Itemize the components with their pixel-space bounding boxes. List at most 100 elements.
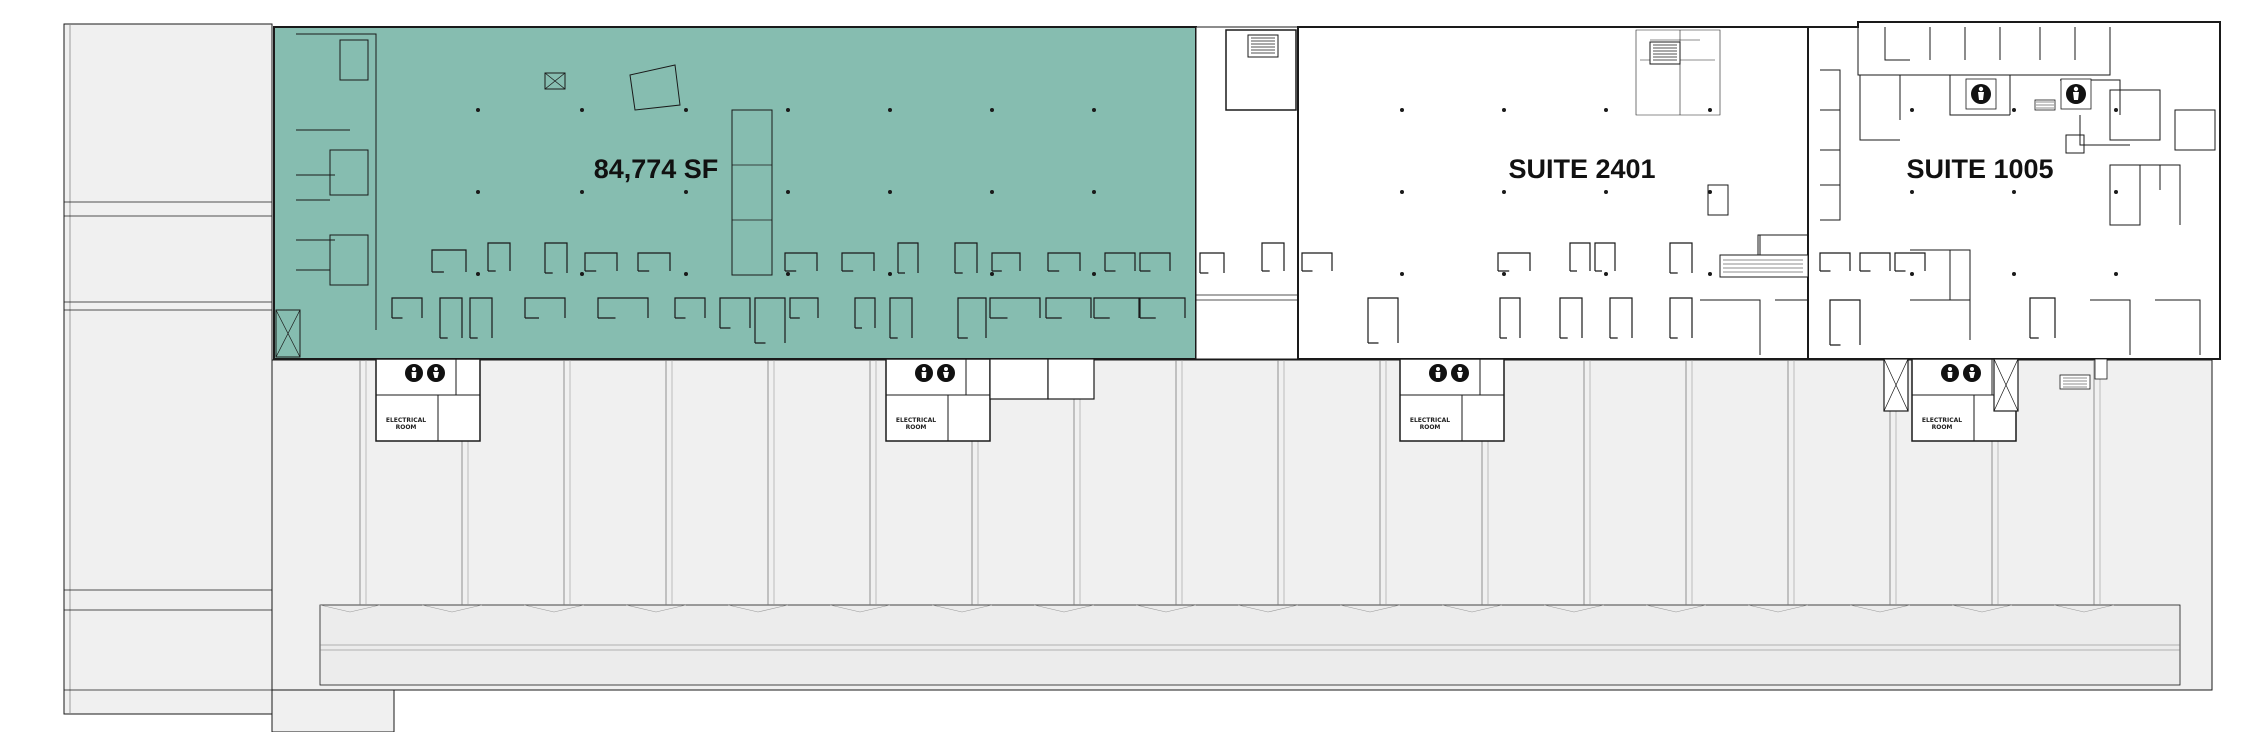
office-wall <box>1819 252 1851 272</box>
dock-bay-dividers <box>319 360 2115 613</box>
column-dot <box>2012 190 2016 194</box>
column-grid <box>476 108 1096 276</box>
office-wall <box>597 297 649 319</box>
column-dot <box>1708 190 1712 194</box>
electrical-room-label: ELECTRICAL <box>386 417 426 424</box>
office-wall <box>1894 252 1926 272</box>
electrical-room-label: ROOM <box>1420 424 1441 431</box>
suite-1005[interactable]: SUITE 1005 <box>1719 21 2221 360</box>
column-dot <box>476 108 480 112</box>
office-wall <box>1104 252 1136 272</box>
office-wall <box>1829 299 1861 346</box>
column-grid-1005 <box>1910 108 2118 276</box>
column-dot <box>1502 190 1506 194</box>
office-wall <box>1139 252 1171 272</box>
column-dot <box>1502 272 1506 276</box>
column-dot <box>2012 108 2016 112</box>
office-wall <box>957 297 987 339</box>
office-wall <box>991 252 1021 272</box>
loading-dock <box>271 359 2213 691</box>
column-dot <box>1708 272 1712 276</box>
column-dot <box>1092 272 1096 276</box>
column-dot <box>1910 190 1914 194</box>
column-dot <box>1502 108 1506 112</box>
column-dot <box>990 272 994 276</box>
suite-available[interactable]: 84,774 SF <box>273 26 1197 360</box>
west-wing <box>63 23 395 732</box>
column-dot <box>2012 272 2016 276</box>
column-dot <box>1604 108 1608 112</box>
column-dot <box>684 108 688 112</box>
column-dot <box>1910 272 1914 276</box>
office-wall <box>469 297 493 339</box>
office-wall <box>439 297 463 339</box>
column-dot <box>786 190 790 194</box>
utility-room <box>1047 358 1095 400</box>
suite-2401[interactable]: SUITE 2401 <box>1199 26 1809 360</box>
column-dot <box>1092 108 1096 112</box>
column-dot <box>1400 190 1404 194</box>
column-dot <box>888 272 892 276</box>
office-wall <box>719 297 751 329</box>
office-wall <box>584 252 618 272</box>
office-wall <box>1045 297 1092 319</box>
column-dot <box>1604 190 1608 194</box>
office-wall <box>754 297 786 344</box>
electrical-room-label: ROOM <box>396 424 417 431</box>
office-wall <box>1139 297 1186 319</box>
office-wall <box>1559 297 1583 339</box>
stair-icon <box>2059 374 2091 390</box>
office-wall <box>1669 242 1693 274</box>
office-wall <box>1569 242 1591 272</box>
office-wall <box>1594 242 1616 272</box>
column-dot <box>888 190 892 194</box>
office-wall <box>1093 297 1140 319</box>
restroom-icon <box>1965 78 1997 110</box>
stair-icon <box>1247 34 1279 58</box>
column-dot <box>684 272 688 276</box>
office-wall <box>1859 252 1891 272</box>
restroom-icon <box>2060 78 2092 110</box>
office-wall <box>954 242 978 274</box>
office-wall <box>391 297 423 319</box>
column-dot <box>990 190 994 194</box>
office-wall <box>1047 252 1081 272</box>
column-dot <box>476 272 480 276</box>
office-partitions-1005 <box>1819 252 2056 346</box>
office-wall <box>1199 252 1225 274</box>
column-dot <box>1604 272 1608 276</box>
column-dot <box>1400 108 1404 112</box>
column-dot <box>990 108 994 112</box>
office-wall <box>1497 252 1531 272</box>
office-wall <box>789 297 819 319</box>
office-wall <box>854 297 876 329</box>
electrical-room-label: ROOM <box>1932 424 1953 431</box>
office-wall <box>544 242 568 274</box>
stair-icon-2401 <box>1649 41 1681 65</box>
office-wall <box>1609 297 1633 339</box>
column-dot <box>786 272 790 276</box>
office-partitions-2401 <box>1199 242 1693 344</box>
office-partitions <box>391 242 1186 344</box>
electrical-room-label: ELECTRICAL <box>1922 417 1962 424</box>
office-wall <box>1301 252 1333 272</box>
column-dot <box>2114 190 2118 194</box>
office-wall <box>889 297 913 339</box>
office-wall <box>674 297 706 319</box>
column-dot <box>1910 108 1914 112</box>
column-dot <box>580 272 584 276</box>
column-grid-2401 <box>1400 108 1712 276</box>
office-wall <box>1261 242 1285 272</box>
column-dot <box>580 108 584 112</box>
column-dot <box>786 108 790 112</box>
column-dot <box>580 190 584 194</box>
column-dot <box>684 190 688 194</box>
office-wall <box>1669 297 1693 339</box>
column-dot <box>2114 272 2118 276</box>
office-wall <box>1367 297 1399 344</box>
office-wall <box>989 297 1041 319</box>
office-wall <box>637 252 671 272</box>
